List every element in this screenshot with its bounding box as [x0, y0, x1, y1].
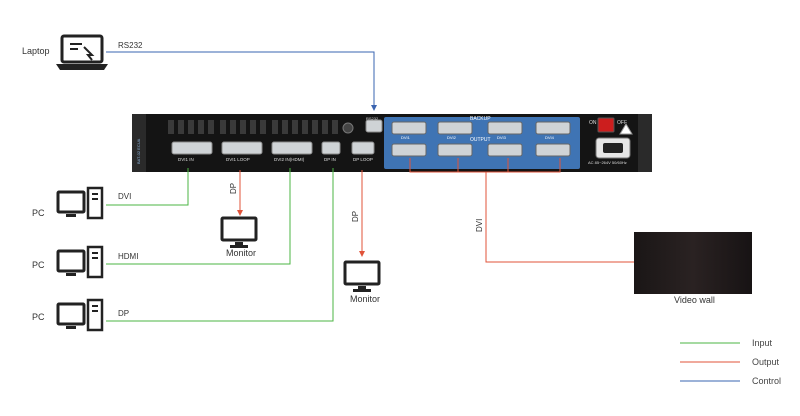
rs232-label: RS232 [118, 41, 143, 50]
dvi-output-bus [409, 158, 636, 263]
monitor-icon [343, 260, 381, 292]
pc-label-dp: PC [32, 312, 45, 322]
ac-spec-label: AC 85~264V 50/60Hz [588, 160, 627, 165]
backup-label: BACKUP [470, 116, 491, 122]
dp-monitor-1-label: DP [229, 182, 238, 194]
monitor-icon [220, 216, 258, 248]
backup-port-2: DVI2 [447, 135, 456, 140]
power-off-label: OFF [617, 120, 627, 126]
backup-port-3: DVI3 [497, 135, 506, 140]
dvi-output-label: DVI [475, 218, 484, 232]
legend-control-label: Control [752, 376, 782, 386]
legend-output-label: Output [752, 357, 780, 367]
panel-brand-text: BAT-02 ECUA [136, 138, 141, 164]
laptop-label: Laptop [22, 46, 50, 56]
pc-label-hdmi: PC [32, 260, 45, 270]
input-line-hdmi [106, 168, 291, 265]
monitor-2-label: Monitor [350, 294, 381, 304]
panel-brand: BAT-02 ECUA [136, 120, 144, 168]
pc-icon [56, 186, 104, 220]
hdmi-input-label: HDMI [118, 252, 139, 261]
rs232-line [106, 51, 377, 111]
dvi-input-label: DVI [118, 192, 132, 201]
backup-port-4: DVI4 [545, 135, 554, 140]
dp-input-label: DP [118, 309, 130, 318]
pc-label-dvi: PC [32, 208, 45, 218]
pc-icon [56, 298, 104, 332]
legend [680, 342, 740, 382]
video-wall [634, 232, 752, 294]
port-dp-in: DP IN [324, 157, 336, 162]
monitor-1-label: Monitor [226, 248, 257, 258]
port-dvi1-in: DVI1 IN [178, 157, 194, 162]
input-line-dvi [106, 168, 189, 206]
dp-monitor-2-label: DP [351, 210, 360, 222]
port-rs232: RS232 [366, 116, 379, 121]
video-wall-label: Video wall [674, 295, 715, 305]
port-dvi1-loop: DVI1 LOOP [226, 157, 250, 162]
port-dvi2: DVI2 IN(HDMI) [274, 157, 305, 162]
legend-input-label: Input [752, 338, 773, 348]
pc-icon [56, 245, 104, 279]
backup-port-1: DVI1 [401, 135, 410, 140]
input-line-dp [106, 168, 334, 322]
output-label: OUTPUT [470, 137, 491, 143]
video-processor-device [132, 114, 652, 172]
power-on-label: ON [589, 120, 597, 126]
port-dp-loop: DP LOOP [353, 157, 373, 162]
laptop-icon [56, 34, 108, 70]
